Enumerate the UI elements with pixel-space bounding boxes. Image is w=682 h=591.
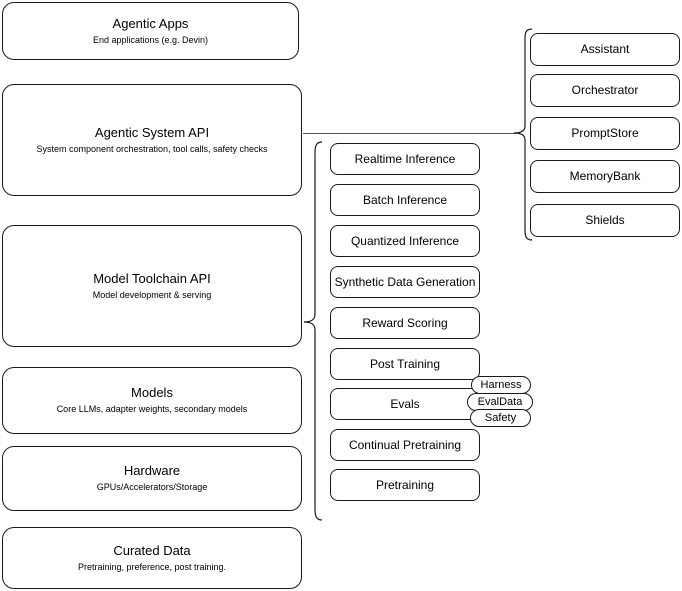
component-label: Post Training	[369, 356, 441, 371]
component-evals[interactable]: Evals	[330, 388, 480, 420]
component-label: Realtime Inference	[354, 151, 456, 166]
component-label: Shields	[585, 213, 625, 227]
layer-title: Models	[131, 385, 173, 400]
component-label: Batch Inference	[362, 192, 448, 207]
layer-subtitle: System component orchestration, tool cal…	[36, 143, 268, 154]
component-quantized-inference[interactable]: Quantized Inference	[330, 225, 480, 257]
component-label: Assistant	[580, 42, 630, 56]
eval-tag-label: Safety	[484, 411, 517, 424]
layer-box-curated-data[interactable]: Curated Data Pretraining, preference, po…	[2, 527, 302, 589]
layer-box-agentic-apps[interactable]: Agentic Apps End applications (e.g. Devi…	[2, 2, 299, 60]
eval-tag-safety[interactable]: Safety	[470, 409, 531, 427]
layer-box-model-toolchain-api[interactable]: Model Toolchain API Model development & …	[2, 225, 302, 347]
layer-subtitle: Core LLMs, adapter weights, secondary mo…	[56, 404, 248, 414]
component-shields[interactable]: Shields	[530, 204, 680, 237]
layer-title: Agentic System API	[94, 124, 210, 140]
component-label: Continual Pretraining	[348, 437, 462, 452]
layer-box-models[interactable]: Models Core LLMs, adapter weights, secon…	[2, 367, 302, 434]
component-realtime-inference[interactable]: Realtime Inference	[330, 143, 480, 175]
layer-box-agentic-system-api[interactable]: Agentic System API System component orch…	[2, 84, 302, 196]
eval-tag-harness[interactable]: Harness	[471, 376, 531, 394]
layer-title: Agentic Apps	[112, 15, 189, 31]
component-batch-inference[interactable]: Batch Inference	[330, 184, 480, 216]
layer-title: Model Toolchain API	[93, 270, 211, 286]
brace-model-toolchain	[303, 141, 323, 521]
component-assistant[interactable]: Assistant	[530, 33, 680, 66]
layer-title: Hardware	[123, 463, 181, 478]
layer-subtitle: Pretraining, preference, post training.	[77, 561, 227, 572]
eval-tag-label: EvalData	[477, 395, 523, 408]
component-label: Pretraining	[375, 477, 435, 492]
connector-agentic-system-to-components	[303, 133, 516, 134]
component-promptstore[interactable]: PromptStore	[530, 117, 680, 150]
layer-box-hardware[interactable]: Hardware GPUs/Accelerators/Storage	[2, 446, 302, 511]
layer-subtitle: Model development & serving	[92, 289, 212, 300]
layer-subtitle: GPUs/Accelerators/Storage	[96, 482, 208, 492]
component-label: Evals	[390, 396, 420, 411]
component-pretraining[interactable]: Pretraining	[330, 469, 480, 501]
layer-title: Curated Data	[113, 542, 191, 558]
component-label: Quantized Inference	[350, 233, 460, 248]
component-label: Reward Scoring	[362, 315, 448, 330]
component-orchestrator[interactable]: Orchestrator	[530, 74, 680, 107]
component-synthetic-data-generation[interactable]: Synthetic Data Generation	[330, 266, 480, 298]
component-label: MemoryBank	[569, 169, 641, 183]
component-label: Synthetic Data Generation	[334, 274, 476, 289]
component-reward-scoring[interactable]: Reward Scoring	[330, 307, 480, 339]
brace-agentic-system	[513, 28, 533, 241]
component-label: Orchestrator	[571, 83, 639, 97]
component-post-training[interactable]: Post Training	[330, 348, 480, 380]
eval-tag-label: Harness	[480, 378, 522, 391]
layer-subtitle: End applications (e.g. Devin)	[92, 34, 209, 45]
component-memorybank[interactable]: MemoryBank	[530, 160, 680, 193]
component-label: PromptStore	[571, 126, 639, 140]
component-continual-pretraining[interactable]: Continual Pretraining	[330, 429, 480, 461]
